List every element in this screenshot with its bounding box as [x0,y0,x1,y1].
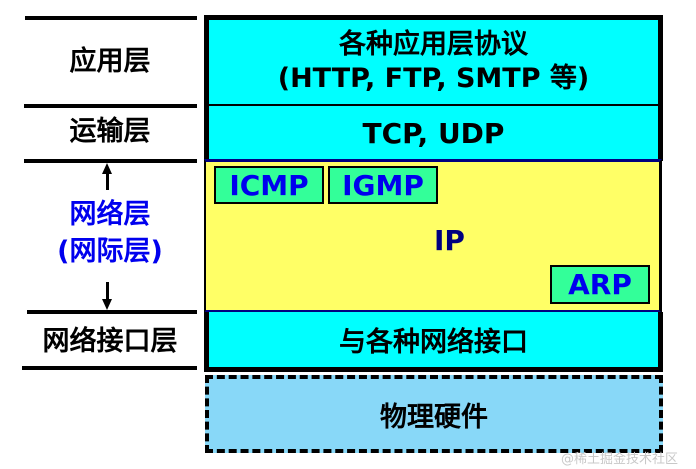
label-transport-layer: 运输层 [69,116,151,147]
transport-protocols-text: TCP, UDP [362,117,505,150]
icmp-box: ICMP [214,166,324,204]
arrow-up-icon [102,163,112,174]
application-protocols-box: 各种应用层协议 (HTTP, FTP, SMTP 等) [204,15,663,107]
physical-hardware-box: 物理硬件 [205,375,663,453]
arrow-up-shaft [106,173,109,190]
divider-transport-network [24,159,197,163]
arp-label: ARP [568,268,632,301]
arrow-down-icon [102,299,112,310]
divider-bottom [22,366,197,370]
divider-top [25,16,197,20]
network-interface-box: 与各种网络接口 [204,312,663,372]
arp-box: ARP [550,265,650,304]
transport-protocols-box: TCP, UDP [204,106,663,161]
network-interface-text: 与各种网络接口 [339,327,528,358]
application-protocols-examples: (HTTP, FTP, SMTP 等) [277,63,590,94]
igmp-box: IGMP [328,166,438,204]
divider-app-transport [24,104,197,108]
label-network-layer: 网络层 [69,199,151,230]
label-internet-layer: (网际层) [57,236,163,267]
ip-label: IP [434,224,465,257]
igmp-label: IGMP [342,168,424,202]
divider-network-link [27,310,197,314]
label-application-layer: 应用层 [69,46,151,77]
label-network-interface-layer: 网络接口层 [42,326,178,357]
watermark: @稀土掘金技术社区 [561,452,679,467]
icmp-label: ICMP [229,168,309,202]
application-protocols-title: 各种应用层协议 [339,29,528,61]
physical-hardware-text: 物理硬件 [380,401,488,433]
arrow-down-shaft [106,282,109,300]
